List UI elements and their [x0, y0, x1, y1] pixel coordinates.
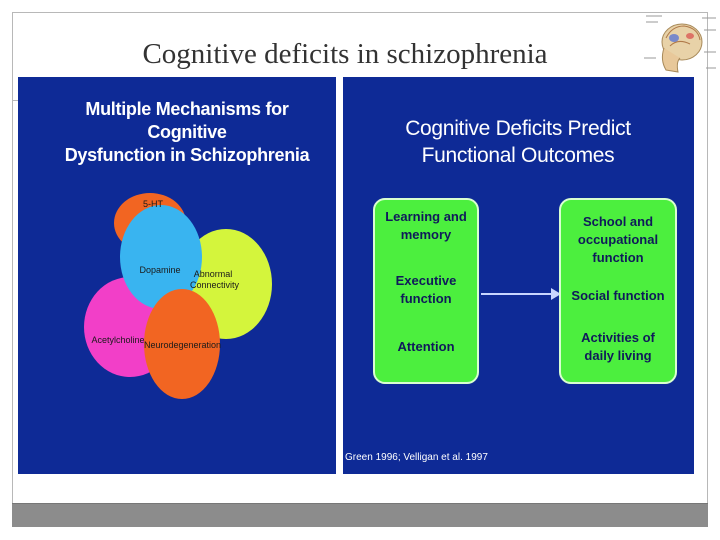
panel-divider: [336, 77, 343, 474]
right-panel-title: Cognitive Deficits Predict Functional Ou…: [373, 115, 663, 169]
left-title-line1: Multiple Mechanisms for Cognitive: [85, 99, 289, 142]
left-title-line2: Dysfunction in Schizophrenia: [64, 145, 310, 165]
item-executive-function: Executive function: [395, 273, 457, 306]
label-dopamine: Dopamine: [139, 265, 181, 275]
brain-illustration-icon: [644, 15, 716, 73]
bottom-bar: [12, 503, 708, 527]
item-attention: Attention: [397, 339, 455, 354]
right-title-line2: Functional Outcomes: [421, 144, 615, 167]
circle-neurodegeneration: [144, 289, 220, 399]
right-slide-panel: Cognitive Deficits Predict Functional Ou…: [343, 77, 694, 474]
item-learning-memory: Learning and memory: [385, 209, 467, 242]
left-panel-title: Multiple Mechanisms for Cognitive Dysfun…: [62, 98, 312, 167]
arrow-line: [481, 293, 553, 295]
slide-title: Cognitive deficits in schizophrenia: [142, 38, 548, 70]
item-social-function: Social function: [571, 288, 665, 303]
item-school-occupational: School and occupational function: [577, 214, 659, 265]
right-title-line1: Cognitive Deficits Predict: [405, 117, 631, 140]
left-slide-panel: Multiple Mechanisms for Cognitive Dysfun…: [18, 77, 336, 474]
arrow-right-icon: [551, 288, 561, 300]
label-abnormal-connectivity: Abnormal Connectivity: [190, 269, 240, 290]
label-neurodegeneration: Neurodegeneration: [144, 340, 222, 350]
citation: Green 1996; Velligan et al. 1997: [345, 452, 488, 463]
label-5ht: 5-HT: [143, 199, 163, 209]
label-acetylcholine: Acetylcholine: [91, 335, 145, 345]
item-activities-daily-living: Activities of daily living: [581, 330, 655, 363]
functional-outcomes-box: [559, 198, 677, 384]
cognitive-domains-box: [373, 198, 479, 384]
